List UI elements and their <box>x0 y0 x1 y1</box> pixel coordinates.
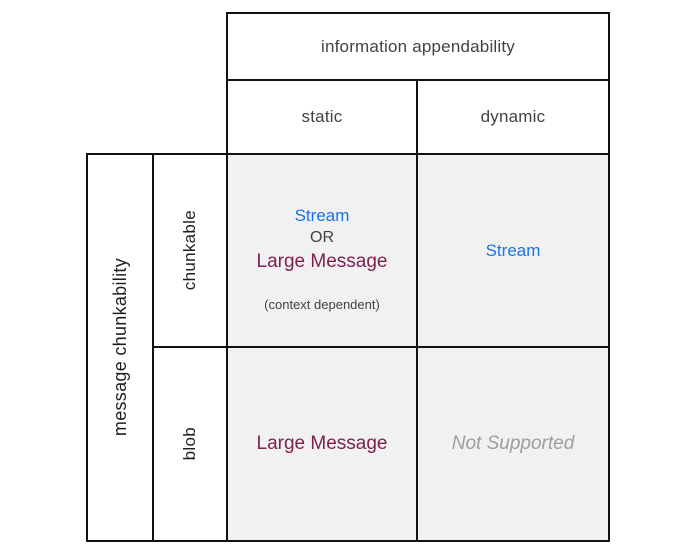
cell-chunkable-static-conjunction: OR <box>310 228 334 246</box>
cell-chunkable-dynamic-value: Stream <box>485 241 541 260</box>
cell-chunkable-static-option-b: Large Message <box>256 250 388 272</box>
cell-blob-dynamic-value: Not Supported <box>451 433 575 454</box>
row-axis-title: message chunkability <box>86 153 154 542</box>
cell-blob-static: Large Message <box>226 348 418 542</box>
cell-chunkable-static-option-a: Stream <box>294 205 350 225</box>
cell-chunkable-static: Stream OR Large Message (context depende… <box>226 155 418 348</box>
col-axis-title: information appendability <box>226 12 610 81</box>
row-header-blob-label: blob <box>180 427 199 461</box>
col-header-dynamic: dynamic <box>418 81 610 155</box>
col-header-static: static <box>226 81 418 155</box>
col-axis-title-label: information appendability <box>320 36 515 56</box>
row-header-blob: blob <box>154 348 226 542</box>
cell-blob-static-value: Large Message <box>256 433 388 454</box>
row-header-chunkable: chunkable <box>154 153 226 348</box>
cell-blob-dynamic: Not Supported <box>418 348 610 542</box>
row-header-chunkable-label: chunkable <box>180 210 199 291</box>
cell-chunkable-static-note: (context dependent) <box>264 296 380 312</box>
col-header-static-label: static <box>301 107 343 126</box>
col-header-dynamic-label: dynamic <box>480 107 546 126</box>
cell-chunkable-dynamic: Stream <box>418 155 610 348</box>
row-axis-title-label: message chunkability <box>109 258 130 437</box>
